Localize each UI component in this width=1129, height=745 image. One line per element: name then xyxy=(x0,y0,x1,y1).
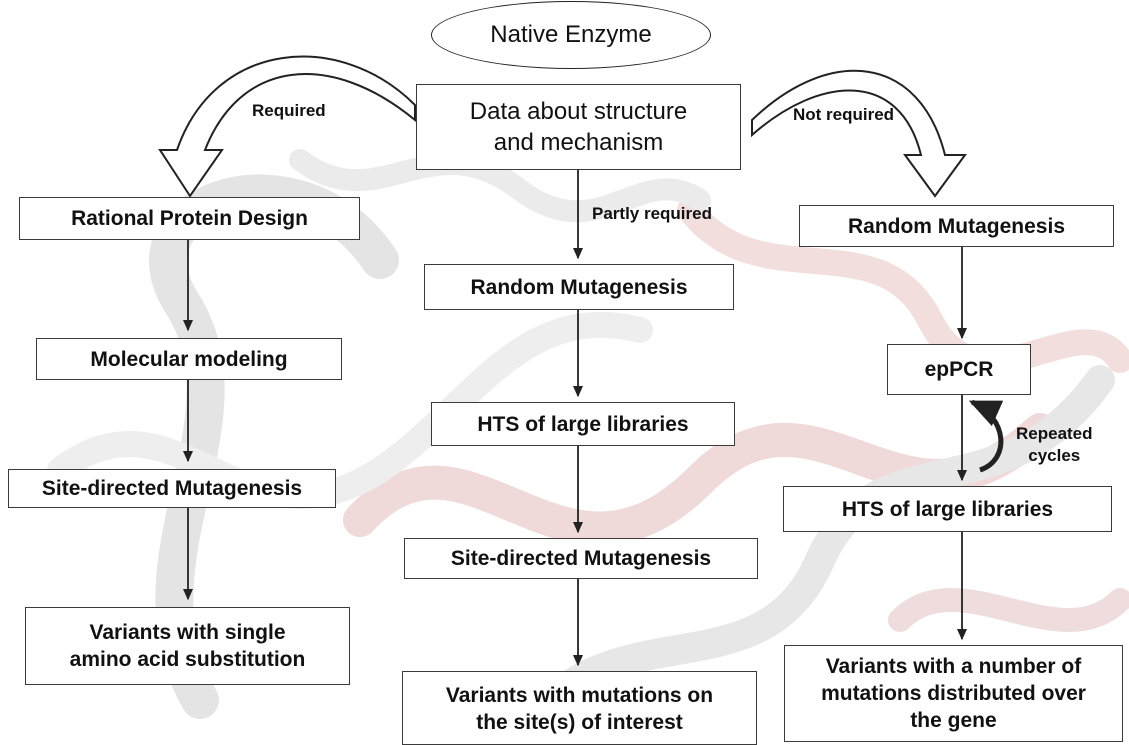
label-partly-required: Partly required xyxy=(592,204,712,223)
rational-protein-design-node: Rational Protein Design xyxy=(19,197,360,240)
label-repeated-cycles: Repeated cycles xyxy=(1016,424,1093,465)
native-enzyme-node: Native Enzyme xyxy=(431,1,711,69)
site-directed-mutagenesis-middle-node: Site-directed Mutagenesis xyxy=(404,538,758,579)
hts-large-libraries-right-node: HTS of large libraries xyxy=(783,486,1112,532)
variants-single-substitution-node: Variants with single amino acid substitu… xyxy=(25,607,350,685)
eppcr-node: epPCR xyxy=(887,344,1031,395)
label-not-required: Not required xyxy=(793,105,895,124)
variants-site-of-interest-node: Variants with mutations on the site(s) o… xyxy=(402,671,757,745)
site-directed-mutagenesis-left-node: Site-directed Mutagenesis xyxy=(8,469,336,508)
random-mutagenesis-middle-node: Random Mutagenesis xyxy=(424,264,734,310)
molecular-modeling-node: Molecular modeling xyxy=(36,338,342,380)
required-curved-arrow xyxy=(158,55,416,198)
repeated-cycles-arrow xyxy=(968,399,1004,473)
random-mutagenesis-right-node: Random Mutagenesis xyxy=(799,205,1114,247)
hts-large-libraries-middle-node: HTS of large libraries xyxy=(431,402,735,446)
label-required: Required xyxy=(252,101,326,120)
not-required-curved-arrow xyxy=(751,69,967,198)
variants-mutations-distributed-node: Variants with a number of mutations dist… xyxy=(784,645,1123,742)
data-structure-mechanism-node: Data about structure and mechanism xyxy=(416,84,741,170)
